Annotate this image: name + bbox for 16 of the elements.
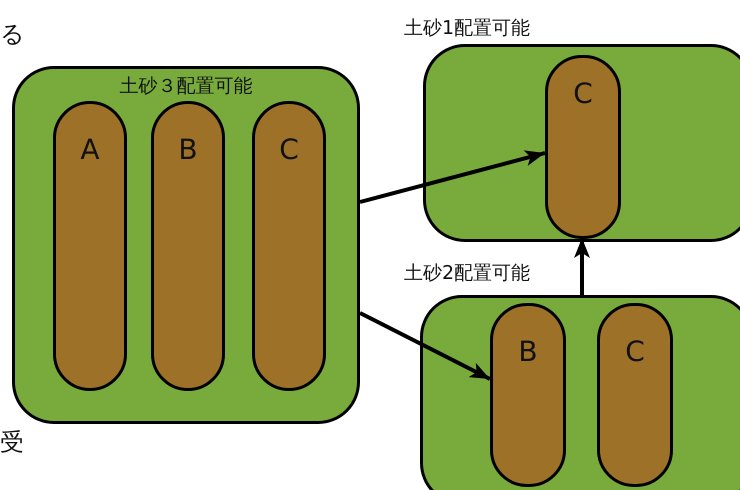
column-letter: B — [517, 336, 539, 368]
area-heading: 土砂2配置可能 — [404, 262, 530, 284]
column-letter: C — [624, 336, 646, 368]
text-fragment: 受 — [0, 428, 24, 456]
column-bar — [545, 55, 621, 239]
column-letter: C — [572, 78, 594, 110]
column-letter: C — [278, 134, 300, 166]
column-letter: B — [177, 134, 199, 166]
text-fragment: る — [0, 20, 25, 48]
area-panel — [12, 66, 360, 424]
arrow — [359, 150, 546, 204]
arrow — [359, 311, 491, 381]
column-letter: A — [79, 134, 101, 166]
arrow — [574, 238, 590, 295]
area-heading: 土砂1配置可能 — [404, 17, 530, 39]
area-heading: 土砂３配置可能 — [118, 75, 254, 97]
